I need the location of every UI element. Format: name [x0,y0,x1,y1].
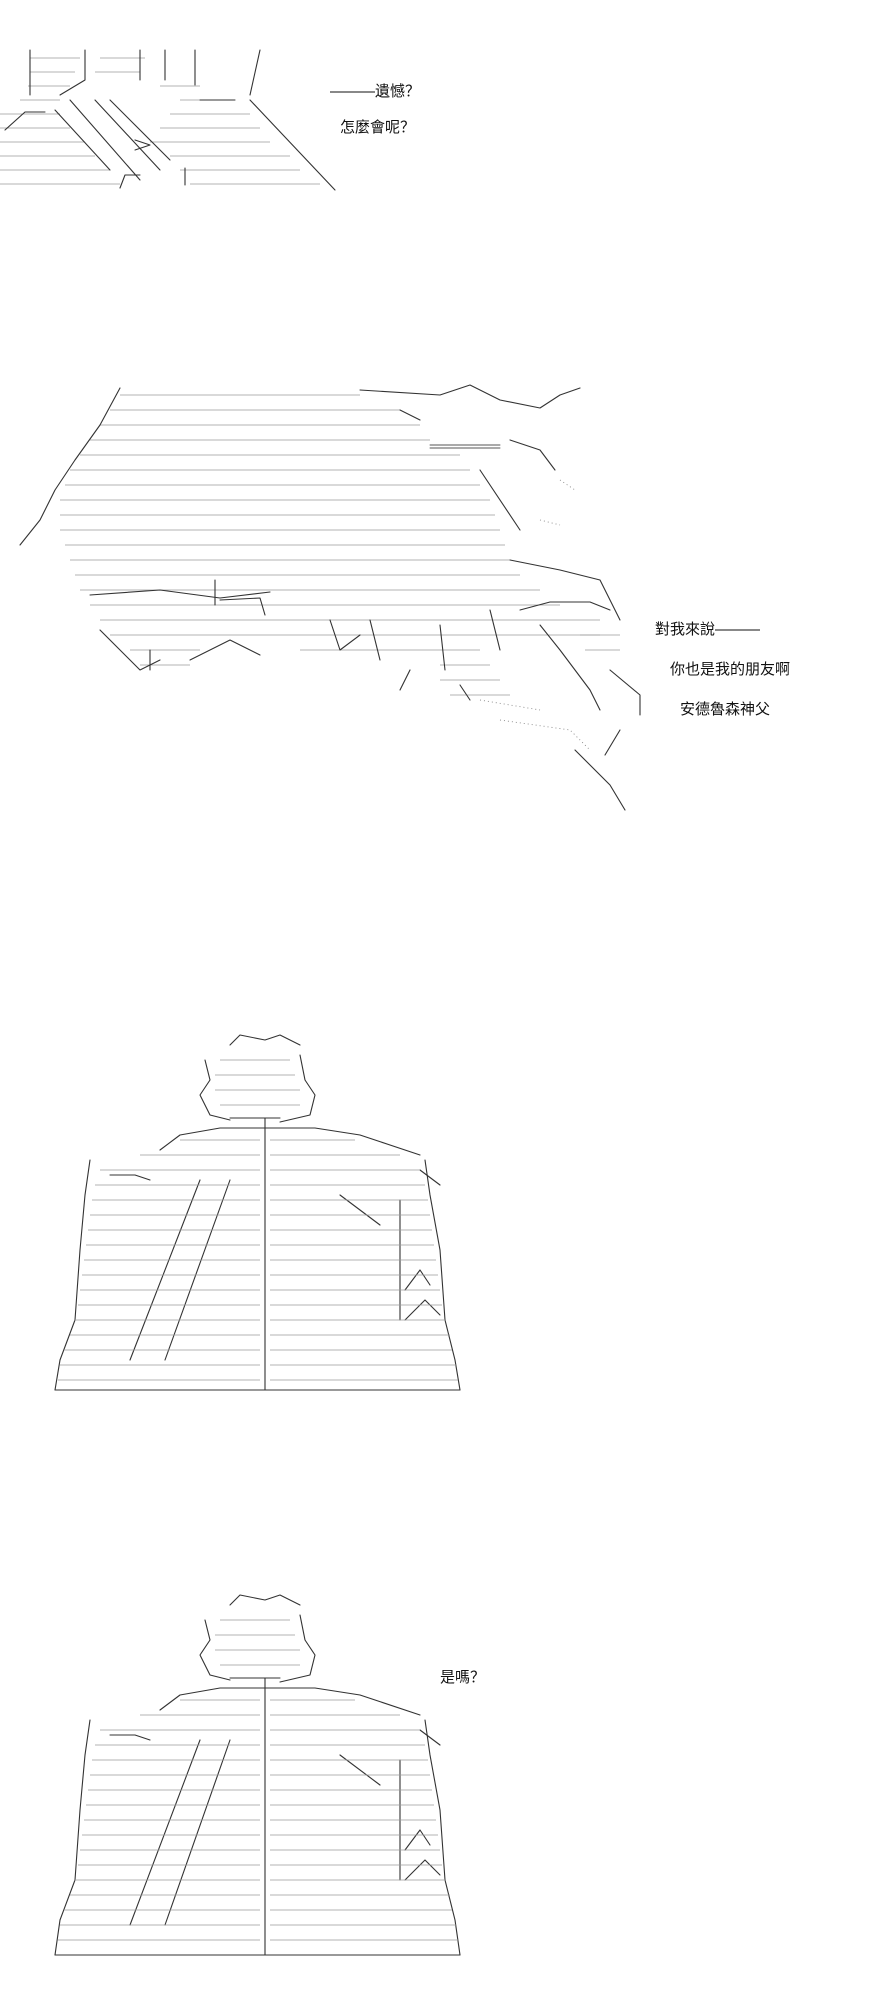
panel-2: 對我來說――― 你也是我的朋友啊 安德魯森神父 [0,370,878,850]
ascii-art-priest-coat-flowing [19,384,641,811]
ascii-art-figure-closeup [0,49,336,191]
dialogue-line: 安德魯森神父 [680,701,771,718]
dialogue-line: 你也是我的朋友啊 [670,661,791,678]
dialogue-line: 對我來說――― [655,621,761,638]
dialogue-line: 怎麼會呢？ [340,119,416,136]
dialogue-line: ―――遺憾？ [330,83,421,100]
dialogue-line: 是嗎？ [440,1669,486,1686]
panel-1: ―――遺憾？ 怎麼會呢？ [0,0,878,220]
panel-3 [0,1030,878,1440]
ascii-art-priest-back-view [54,1034,461,1391]
ascii-art-priest-back-view [54,1594,461,1956]
panel-4: 是嗎？ [0,1590,878,1990]
